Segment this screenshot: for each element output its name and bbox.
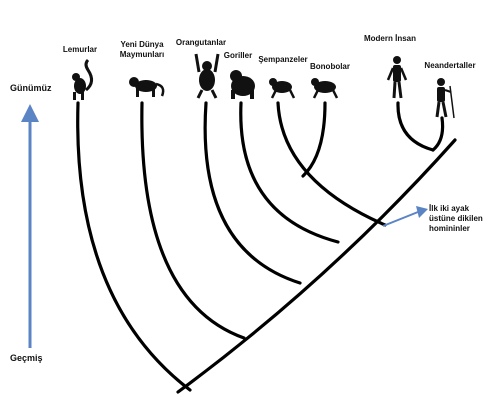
branch-sempanzeler [276, 101, 387, 227]
branch-bonobolar [301, 101, 327, 178]
bonobo-silhouette-icon [311, 78, 339, 99]
taxon-label-sempanzeler: Şempanzeler [258, 55, 308, 64]
branch-modern-insan [396, 101, 435, 152]
taxon-label-yeni-dunya-line2: Maymunları [119, 50, 165, 59]
taxon-label-goriller: Goriller [223, 51, 253, 60]
branch-neandertaller [431, 116, 445, 152]
branch-goriller [239, 101, 340, 244]
taxon-label-lemurlar: Lemurlar [62, 45, 98, 54]
taxon-label-yeni-dunya-line1: Yeni Dünya [120, 40, 164, 49]
callout-text-bipedal: İlk iki ayak üstüne dikilen homininler [429, 204, 483, 234]
callout-arrow [382, 206, 428, 227]
chimpanzee-silhouette-icon [269, 78, 296, 99]
axis-label-present: Günümüz [10, 83, 52, 93]
phylogenetic-tree [76, 101, 457, 394]
modern-human-silhouette-icon [386, 56, 408, 99]
callout-line-1: İlk iki ayak [429, 204, 470, 213]
callout-line-3: homininler [429, 224, 470, 233]
orangutan-silhouette-icon [194, 53, 220, 99]
branch-yeni-dunya [140, 101, 246, 340]
taxon-label-neandertaller: Neandertaller [424, 61, 476, 70]
taxon-label-modern-insan: Modern İnsan [363, 34, 416, 43]
branch-orangutanlar [203, 101, 302, 285]
taxon-label-yeni-dunya: Yeni Dünya Maymunları [112, 40, 172, 60]
neanderthal-silhouette-icon [435, 78, 455, 119]
taxon-label-orangutanlar: Orangutanlar [175, 38, 227, 47]
taxon-label-bonobolar: Bonobolar [310, 62, 350, 71]
lemur-silhouette-icon [72, 58, 93, 100]
time-axis-arrow [21, 104, 39, 348]
tree-trunk [176, 138, 457, 394]
gorilla-silhouette-icon [230, 70, 255, 99]
axis-label-past: Geçmiş [10, 353, 43, 363]
new-world-monkey-silhouette-icon [129, 77, 165, 97]
branch-lemurlar [76, 101, 192, 392]
callout-line-2: üstüne dikilen [429, 214, 483, 223]
